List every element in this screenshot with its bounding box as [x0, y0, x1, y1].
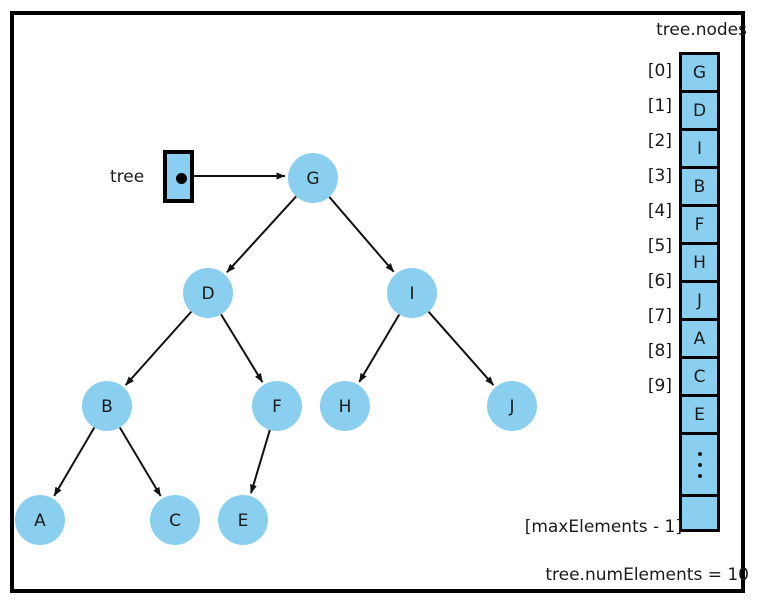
tree-edge-g-i [328, 196, 395, 273]
figure-border [10, 11, 745, 593]
node-label: H [339, 397, 352, 417]
tree-node-a: A [15, 495, 65, 545]
array-index-2: [2] [647, 131, 672, 151]
tree-pointer-box [163, 150, 194, 203]
array-index-4: [4] [647, 201, 672, 221]
array-cell-4: F [679, 204, 720, 242]
array-cell-0: G [679, 52, 720, 90]
array-index-8: [8] [647, 341, 672, 361]
node-circle [487, 381, 537, 431]
node-circle [82, 381, 132, 431]
array-index-6: [6] [647, 271, 672, 291]
array-cell-9: E [679, 394, 720, 432]
node-label: G [306, 169, 319, 189]
node-circle [387, 268, 437, 318]
array-cell-last [679, 494, 720, 532]
vertical-ellipsis-dot [697, 451, 702, 456]
tree-edge-i-h [358, 313, 401, 383]
node-circle [15, 495, 65, 545]
node-label: B [101, 397, 113, 417]
tree-variable-label: tree [110, 167, 145, 187]
array-index-labels: [0] [1] [2] [3] [4] [5] [6] [7] [8] [9] [647, 61, 672, 396]
tree-edge-f-e [250, 429, 271, 494]
vertical-ellipsis-dot [697, 473, 702, 478]
array-index-1: [1] [647, 96, 672, 116]
tree-node-f: F [252, 381, 302, 431]
tree-edge-i-j [427, 311, 495, 386]
node-circle [218, 495, 268, 545]
tree-node-i: I [387, 268, 437, 318]
node-circle [252, 381, 302, 431]
tree-edge-d-f [220, 313, 264, 383]
pointer-dot-icon [176, 173, 187, 184]
array-cell-5: H [679, 242, 720, 280]
node-label: E [238, 511, 249, 531]
tree-node-j: J [487, 381, 537, 431]
num-elements-label: tree.numElements = 10 [545, 565, 749, 585]
array-cell-7: A [679, 318, 720, 356]
node-label: I [409, 284, 414, 304]
node-circle [320, 381, 370, 431]
array-index-7: [7] [647, 306, 672, 326]
array-index-0: [0] [647, 61, 672, 81]
node-label: A [34, 511, 46, 531]
array-cell-1: D [679, 90, 720, 128]
tree-nodes: G D I B F H J A C E [15, 153, 537, 545]
tree-node-h: H [320, 381, 370, 431]
node-circle [150, 495, 200, 545]
vertical-ellipsis-dot [697, 462, 702, 467]
array-cell-ellipsis [679, 432, 720, 494]
array-cell-3: B [679, 166, 720, 204]
tree-edge-b-c [118, 426, 162, 497]
node-circle [183, 268, 233, 318]
node-circle [288, 153, 338, 203]
tree-node-e: E [218, 495, 268, 545]
array-title: tree.nodes [656, 20, 747, 40]
tree-edge-g-d [226, 195, 297, 273]
tree-edge-d-b [124, 310, 193, 386]
array-cell-6: J [679, 280, 720, 318]
array-max-index-label: [maxElements - 1] [524, 517, 682, 537]
node-label: J [508, 397, 514, 417]
array-index-9: [9] [647, 376, 672, 396]
node-label: F [272, 397, 282, 417]
array-index-5: [5] [647, 236, 672, 256]
node-label: D [201, 284, 214, 304]
array-index-3: [3] [647, 166, 672, 186]
tree-edge-b-a [53, 427, 96, 497]
tree-node-d: D [183, 268, 233, 318]
tree-node-c: C [150, 495, 200, 545]
array-cell-8: C [679, 356, 720, 394]
tree-node-g: G [288, 153, 338, 203]
tree-edges [53, 195, 495, 497]
tree-node-b: B [82, 381, 132, 431]
node-label: C [169, 511, 181, 531]
array-cell-2: I [679, 128, 720, 166]
